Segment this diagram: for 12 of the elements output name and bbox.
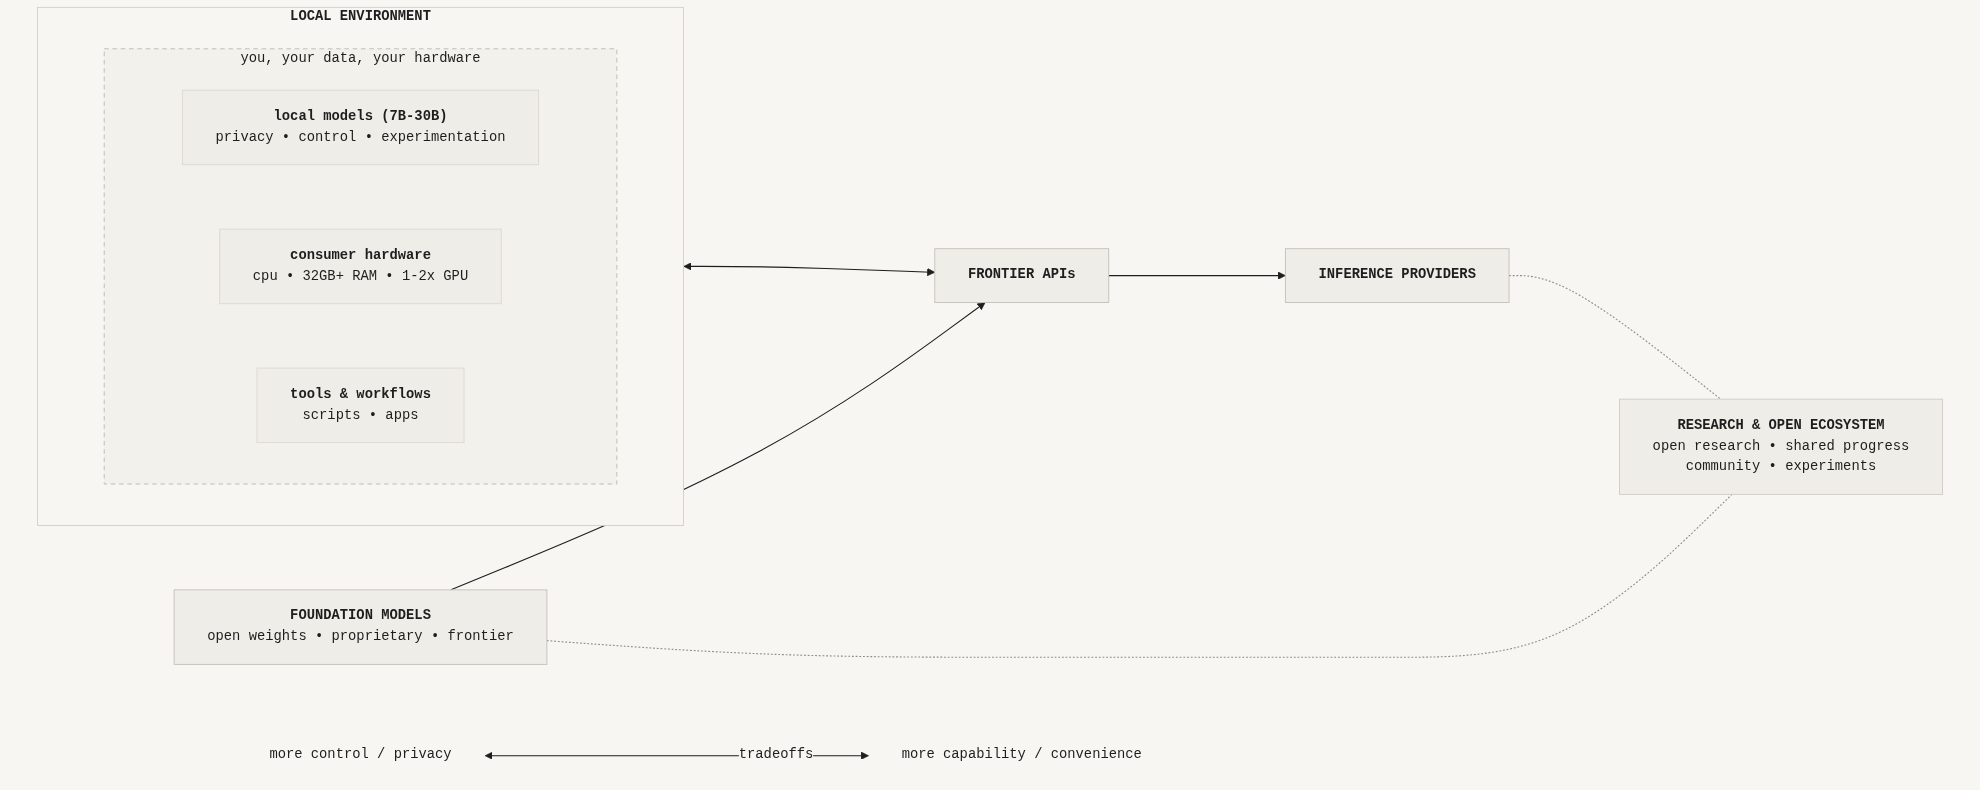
node-text: more control / privacy — [269, 747, 452, 763]
node-box: FOUNDATION MODELS open weights • proprietary • frontier — [173, 589, 548, 665]
arrow — [1108, 271, 1286, 280]
node-text: more capability / convenience — [901, 747, 1142, 763]
node-box: FRONTIER APIs — [934, 248, 1110, 303]
node-box: INFERENCE PROVIDERS — [1284, 248, 1510, 303]
arrow — [683, 262, 936, 277]
connector — [546, 493, 1733, 658]
node-box: RESEARCH & OPEN ECOSYSTEM open research • shared progress community • experiments — [1619, 398, 1943, 495]
edge-label: tradeoffs — [738, 747, 814, 763]
node-box: local models (7B-30B) privacy • control • experimentation — [181, 89, 540, 166]
node-box: tools & workflows scripts • apps — [256, 367, 465, 444]
